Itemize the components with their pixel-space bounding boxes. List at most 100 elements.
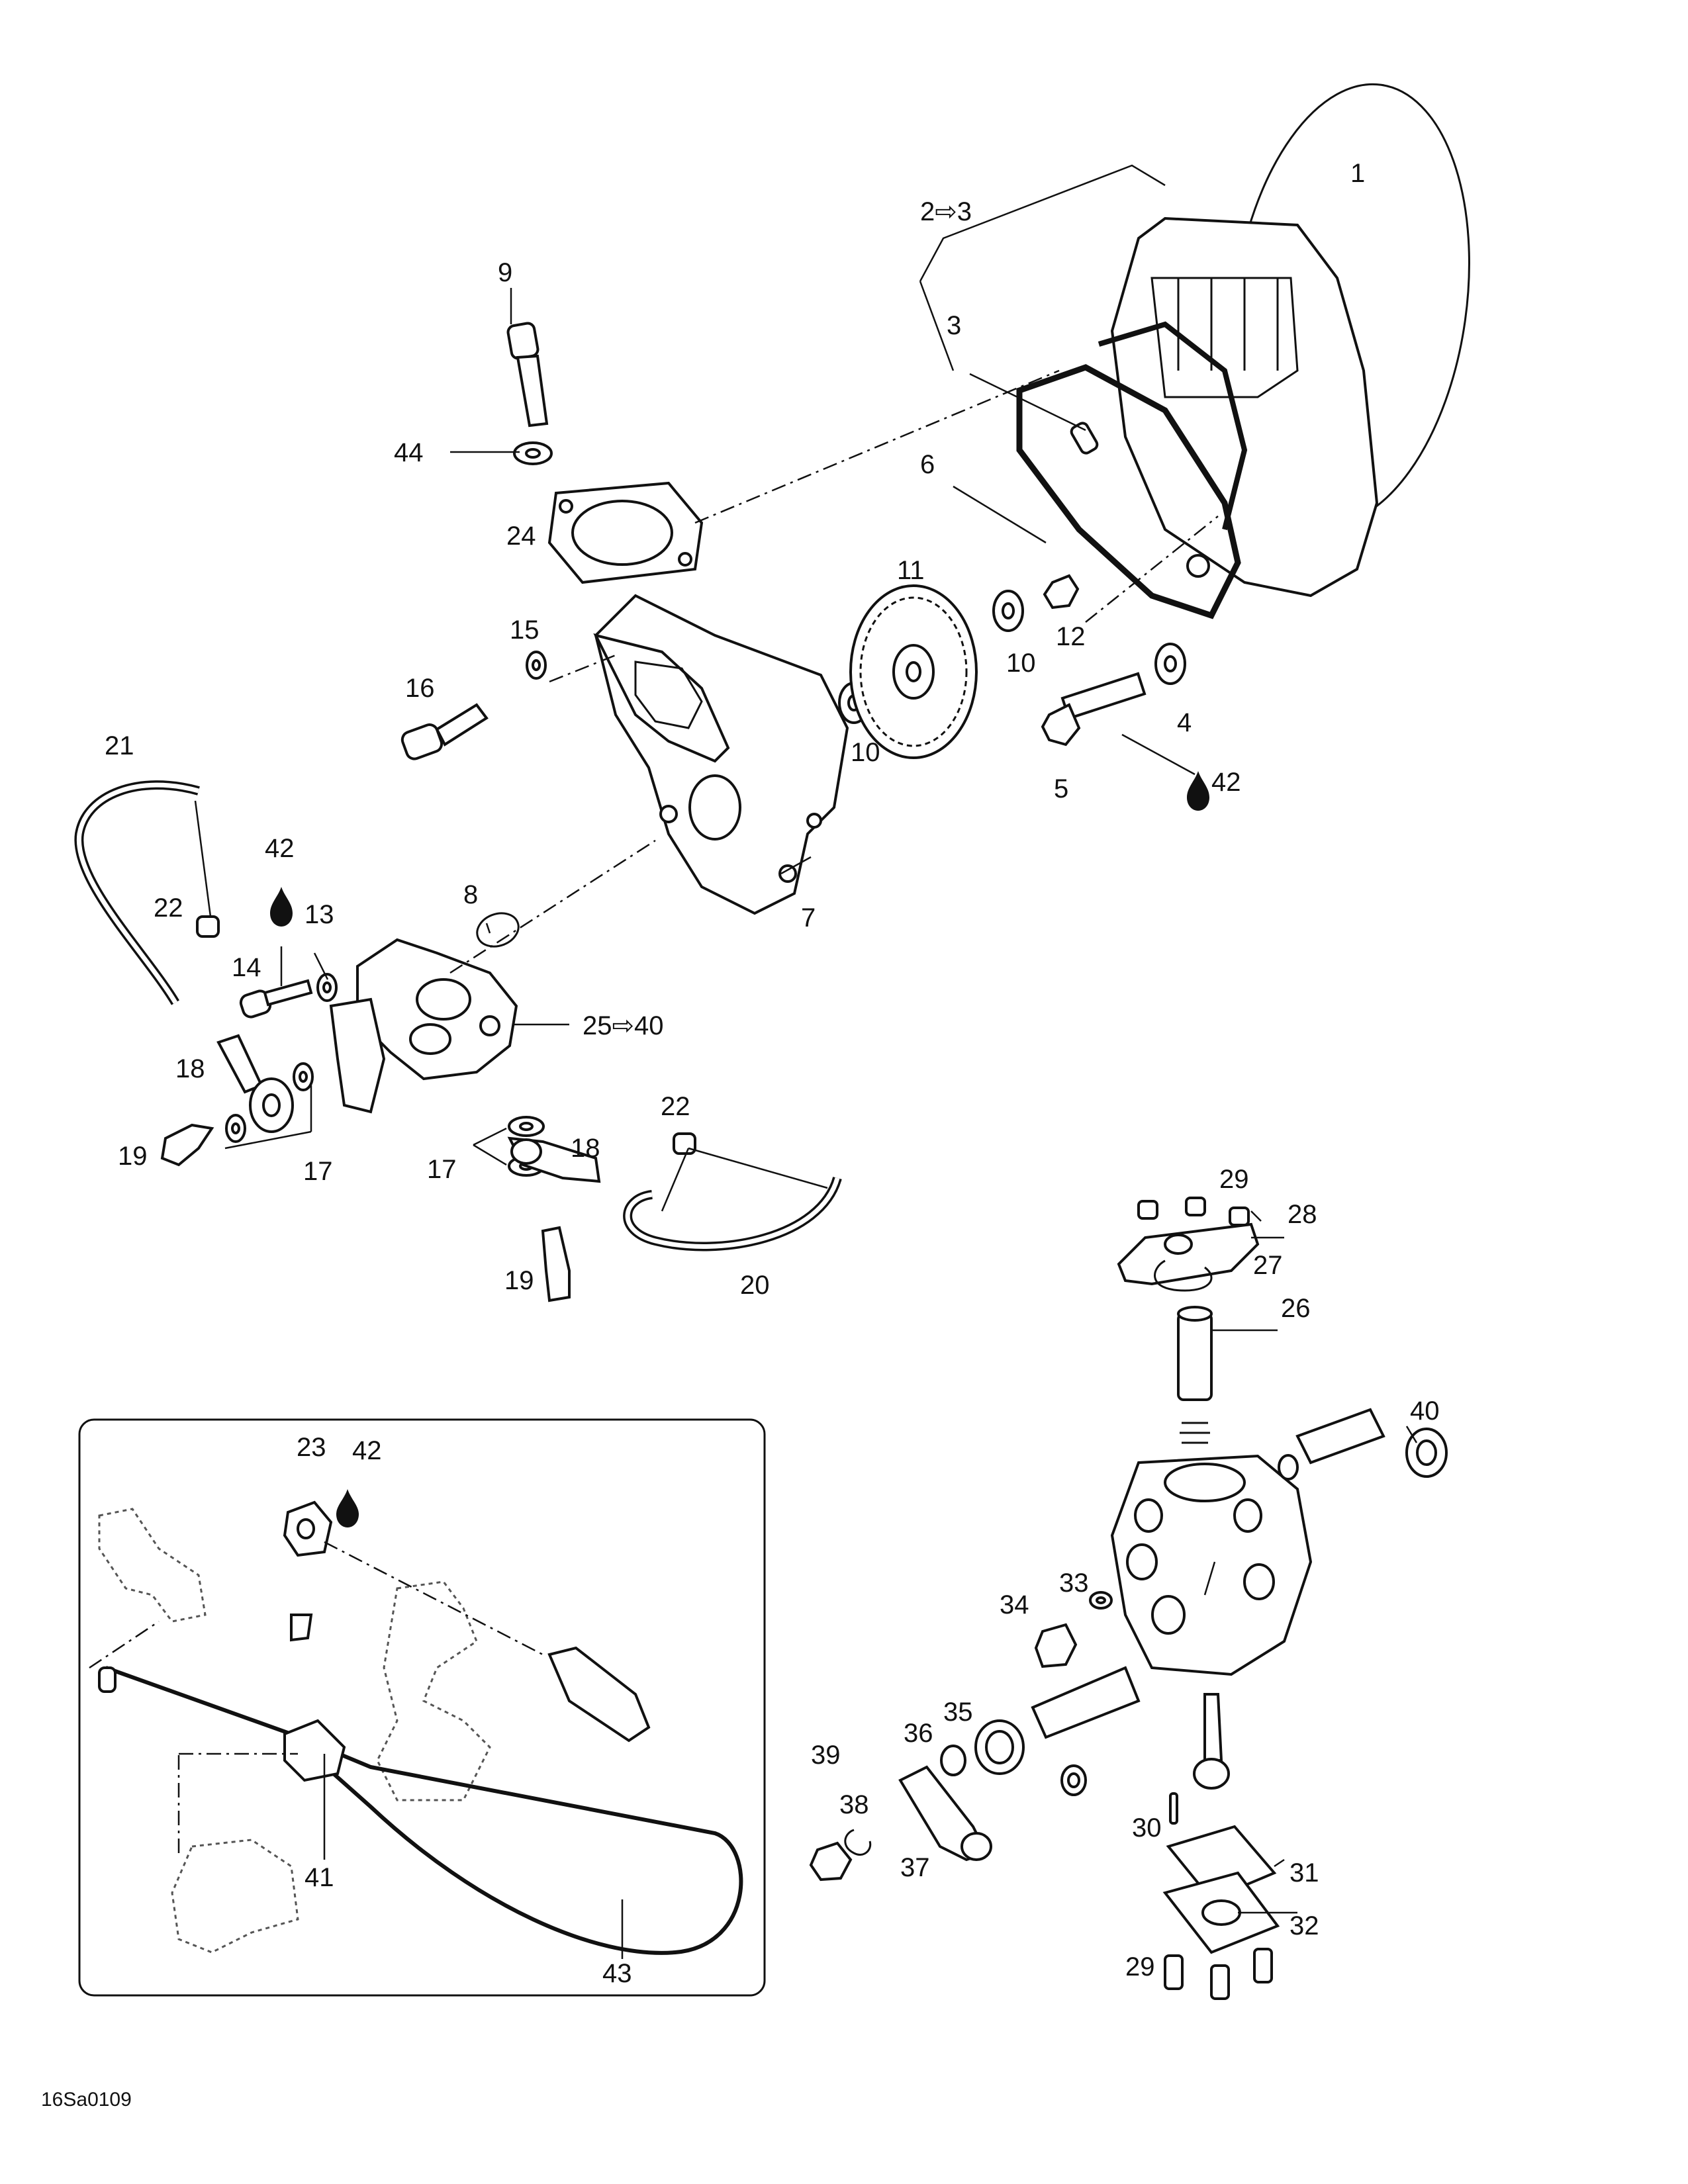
pump-shaft	[1031, 1666, 1141, 1739]
callout-14: 14	[232, 953, 261, 982]
callout-18-middle: 18	[571, 1134, 600, 1163]
oil-pump-housing	[593, 594, 849, 915]
check-valve	[1295, 1408, 1385, 1465]
flange-hardware	[506, 322, 704, 584]
screws-29-top	[1137, 1197, 1250, 1226]
callout-5: 5	[1054, 774, 1068, 803]
banjo-bolt-19-left	[160, 1123, 214, 1167]
clamp-22-left	[196, 915, 220, 938]
inset-frame	[78, 1418, 766, 1997]
ghost-oil-pump	[376, 1580, 491, 1801]
callout-6: 6	[920, 450, 935, 479]
screw-9-head	[506, 322, 539, 360]
callout-23: 23	[297, 1433, 326, 1462]
clamp-22-middle	[673, 1132, 696, 1155]
callout-34: 34	[1000, 1590, 1029, 1619]
callout-16: 16	[405, 674, 435, 703]
callout-43: 43	[602, 1959, 632, 1988]
callout-3: 3	[947, 311, 961, 340]
gasket-31	[1166, 1825, 1277, 1901]
o-ring-8	[476, 912, 520, 948]
ghost-bracket-left	[98, 1508, 207, 1623]
callout-29-top: 29	[1219, 1165, 1249, 1194]
callout-19-middle: 19	[504, 1266, 534, 1295]
callout-30: 30	[1132, 1813, 1162, 1843]
cable-adjuster-41	[283, 1719, 346, 1782]
callout-21: 21	[105, 731, 134, 760]
banjo-bolt-19-middle	[541, 1226, 571, 1302]
callout-12: 12	[1056, 622, 1086, 651]
callout-13: 13	[305, 900, 334, 929]
callout-22-middle: 22	[661, 1092, 690, 1121]
oil-drop-icon	[336, 1489, 359, 1527]
housing-bore	[688, 774, 741, 841]
pin-30	[1169, 1792, 1178, 1825]
callout-20: 20	[740, 1271, 770, 1300]
callout-2-3: 2⇨3	[920, 197, 972, 226]
image-code: 16Sa0109	[41, 2089, 132, 2111]
nut-12	[1043, 574, 1080, 610]
oil-drop-icon	[1187, 771, 1209, 811]
oil-lines	[74, 780, 842, 1251]
callout-17-left: 17	[303, 1157, 333, 1186]
circlip-38	[844, 1829, 872, 1856]
circlip-27	[1154, 1259, 1213, 1292]
callout-38: 38	[839, 1790, 869, 1819]
nut-39	[809, 1841, 853, 1882]
callout-29-bottom: 29	[1125, 1952, 1155, 1981]
bolt-5	[1041, 672, 1147, 747]
callout-32: 32	[1289, 1911, 1319, 1940]
callout-10-left: 10	[851, 738, 880, 767]
pump-exploded	[809, 1197, 1448, 2000]
callout-28: 28	[1288, 1200, 1317, 1229]
screws-29-bottom	[1164, 1948, 1273, 2000]
callout-25-40: 25⇨40	[583, 1011, 664, 1040]
plug-34	[1034, 1623, 1078, 1668]
plunger-26	[1177, 1312, 1213, 1401]
callout-1: 1	[1350, 159, 1365, 188]
callout-41: 41	[305, 1863, 334, 1892]
banjo-fitting-middle	[507, 1116, 601, 1302]
callout-39: 39	[811, 1741, 841, 1770]
dowel-pin	[1070, 422, 1099, 455]
callout-9: 9	[498, 258, 512, 287]
spring	[1180, 1422, 1210, 1444]
callout-27: 27	[1253, 1251, 1283, 1280]
callout-labels: 1 2⇨3 3 4 5 6 7 8 9 10 10 11 12 13 14 15…	[41, 159, 1440, 2111]
callout-10-right: 10	[1006, 649, 1036, 678]
callout-22-left: 22	[154, 893, 183, 923]
callout-44: 44	[394, 438, 424, 467]
oil-pump-lever	[329, 997, 386, 1114]
screw-9-shank	[516, 354, 549, 428]
callout-11: 11	[897, 556, 925, 585]
callout-31: 31	[1289, 1858, 1319, 1888]
callout-36: 36	[904, 1719, 933, 1748]
housing-bolt-head	[1186, 554, 1210, 578]
callout-7: 7	[801, 903, 816, 933]
callout-42-inset: 42	[352, 1436, 382, 1465]
pump-drive-gear	[1193, 1758, 1230, 1790]
callout-42-right: 42	[1211, 768, 1241, 797]
rotary-valve-cover-group	[919, 83, 1470, 619]
oil-drop-icon	[270, 887, 293, 927]
throttle-cable-43	[105, 1666, 743, 1955]
valve-cover-housing	[1110, 216, 1379, 598]
callout-24: 24	[506, 522, 536, 551]
cable-inset	[78, 1418, 766, 1997]
callout-26: 26	[1281, 1294, 1311, 1323]
cable-end-fitting	[547, 1646, 651, 1743]
pump-drive-shaft	[1203, 1693, 1223, 1762]
callout-8: 8	[463, 880, 478, 909]
bracket-2-3	[919, 164, 1166, 282]
oil-line-20	[623, 1176, 842, 1251]
callout-33: 33	[1059, 1569, 1089, 1598]
callout-4: 4	[1177, 708, 1192, 737]
callout-40: 40	[1410, 1396, 1440, 1426]
callout-17-middle: 17	[427, 1155, 457, 1184]
leader-lines	[224, 288, 1418, 1914]
callout-18-left: 18	[175, 1054, 205, 1083]
callout-19-left: 19	[118, 1142, 148, 1171]
valve-cover-fins	[1150, 277, 1299, 398]
washer-36	[940, 1745, 966, 1776]
